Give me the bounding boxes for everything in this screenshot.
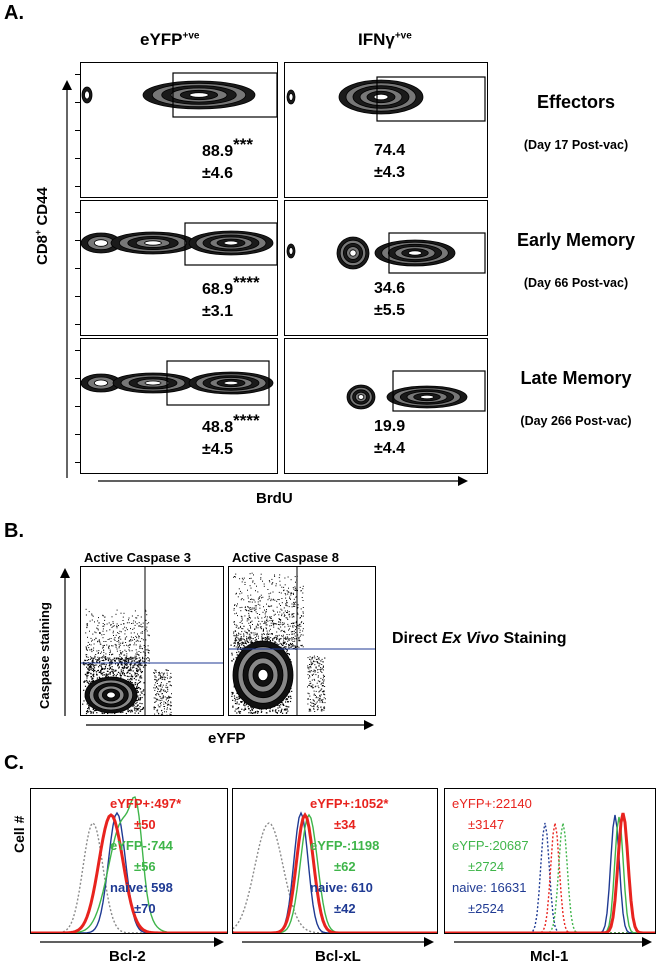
row-2-ifng-sd: ±5.5 [374, 302, 405, 319]
row-3-ifng-sd: ±4.4 [374, 440, 405, 457]
row-2-ifng-value: 34.6 [374, 280, 405, 297]
histogram-2-x-axis-arrow [242, 936, 448, 948]
histogram-3-legend-line: ±3147 [468, 815, 504, 834]
caspase8-plot [228, 566, 376, 716]
histogram-1-x-axis-arrow [40, 936, 238, 948]
panel-a-x-axis-arrow [98, 474, 470, 488]
row-3-label: Late Memory [492, 368, 660, 389]
row-2-eyfp-stat: 68.9****±3.1 [202, 278, 260, 323]
histogram-3-legend-line: ±2724 [468, 857, 504, 876]
histogram-3-x-axis-label: Mcl-1 [530, 948, 568, 965]
panel-c-y-axis-label: Cell # [11, 793, 29, 853]
row-1-sublabel: (Day 17 Post-vac) [492, 138, 660, 152]
caspase8-dotplot [229, 567, 376, 716]
row-1-ifng-stat: 74.4 ±4.3 [374, 140, 405, 184]
histogram-1-legend-line: naive: 598 [110, 878, 173, 897]
histogram-2-legend-line: naive: 610 [310, 878, 373, 897]
histogram-3-legend-line: eYFP-:20687 [452, 836, 529, 855]
histogram-2-legend-line: eYFP+:1052* [310, 794, 388, 813]
row-3-eyfp-significance: **** [233, 411, 259, 430]
row-3-sublabel: (Day 266 Post-vac) [492, 414, 660, 428]
row-2-y-ticks [74, 200, 80, 336]
row-3-eyfp-stat: 48.8****±4.5 [202, 416, 260, 461]
row-2-label: Early Memory [492, 230, 660, 251]
histogram-3-legend-line: ±2524 [468, 899, 504, 918]
histogram-3-x-axis-arrow [454, 936, 662, 948]
histogram-1-x-axis-label: Bcl-2 [109, 948, 146, 965]
caspase3-dotplot [81, 567, 224, 716]
row-2-eyfp-sd: ±3.1 [202, 303, 233, 320]
panel-b-x-axis-label: eYFP [208, 730, 246, 747]
panel-a-y-axis-label: CD8+ CD44 [33, 175, 53, 265]
row-1-eyfp-significance: *** [233, 135, 253, 154]
histogram-3-legend-line: naive: 16631 [452, 878, 526, 897]
panel-a-letter: A. [4, 2, 24, 25]
row-1-eyfp-value: 88.9 [202, 143, 233, 160]
panel-b-y-axis-label: Caspase staining [37, 589, 55, 709]
caspase8-title: Active Caspase 8 [232, 550, 339, 565]
histogram-1-legend-line: ±56 [134, 857, 156, 876]
histogram-1-legend-line: ±70 [134, 899, 156, 918]
row-1-y-ticks [74, 62, 80, 198]
row-3-eyfp-value: 48.8 [202, 419, 233, 436]
histogram-1-legend-line: eYFP-:744 [110, 836, 173, 855]
row-3-ifng-value: 19.9 [374, 418, 405, 435]
panel-c-letter: C. [4, 752, 24, 775]
panel-a-y-axis-arrow [60, 80, 74, 480]
panel-a-x-axis-label: BrdU [256, 490, 293, 507]
histogram-2-legend-line: ±34 [334, 815, 356, 834]
caspase3-plot [80, 566, 224, 716]
row-1-label: Effectors [492, 92, 660, 113]
panel-b-letter: B. [4, 520, 24, 543]
histogram-3-legend-line: eYFP+:22140 [452, 794, 532, 813]
histogram-2-legend-line: eYFP-:1198 [310, 836, 379, 855]
row-1-ifng-sd: ±4.3 [374, 164, 405, 181]
histogram-2-legend-line: ±42 [334, 899, 356, 918]
panel-b-y-axis-arrow [58, 568, 72, 718]
column-header-eyfp: eYFP+ve [140, 30, 200, 50]
histogram-2-legend-line: ±62 [334, 857, 356, 876]
row-1-ifng-value: 74.4 [374, 142, 405, 159]
row-3-eyfp-sd: ±4.5 [202, 441, 233, 458]
column-header-ifng: IFNγ+ve [358, 30, 412, 50]
direct-ex-vivo-label: Direct Ex Vivo Staining [392, 630, 567, 648]
histogram-1-legend-line: eYFP+:497* [110, 794, 181, 813]
row-3-ifng-stat: 19.9 ±4.4 [374, 416, 405, 460]
caspase3-title: Active Caspase 3 [84, 550, 191, 565]
row-2-eyfp-significance: **** [233, 273, 259, 292]
row-1-eyfp-sd: ±4.6 [202, 165, 233, 182]
row-1-eyfp-stat: 88.9***±4.6 [202, 140, 253, 185]
histogram-1-legend-line: ±50 [134, 815, 156, 834]
histogram-2-x-axis-label: Bcl-xL [315, 948, 361, 965]
row-2-sublabel: (Day 66 Post-vac) [492, 276, 660, 290]
row-2-eyfp-value: 68.9 [202, 281, 233, 298]
row-3-y-ticks [74, 338, 80, 474]
row-2-ifng-stat: 34.6 ±5.5 [374, 278, 405, 322]
